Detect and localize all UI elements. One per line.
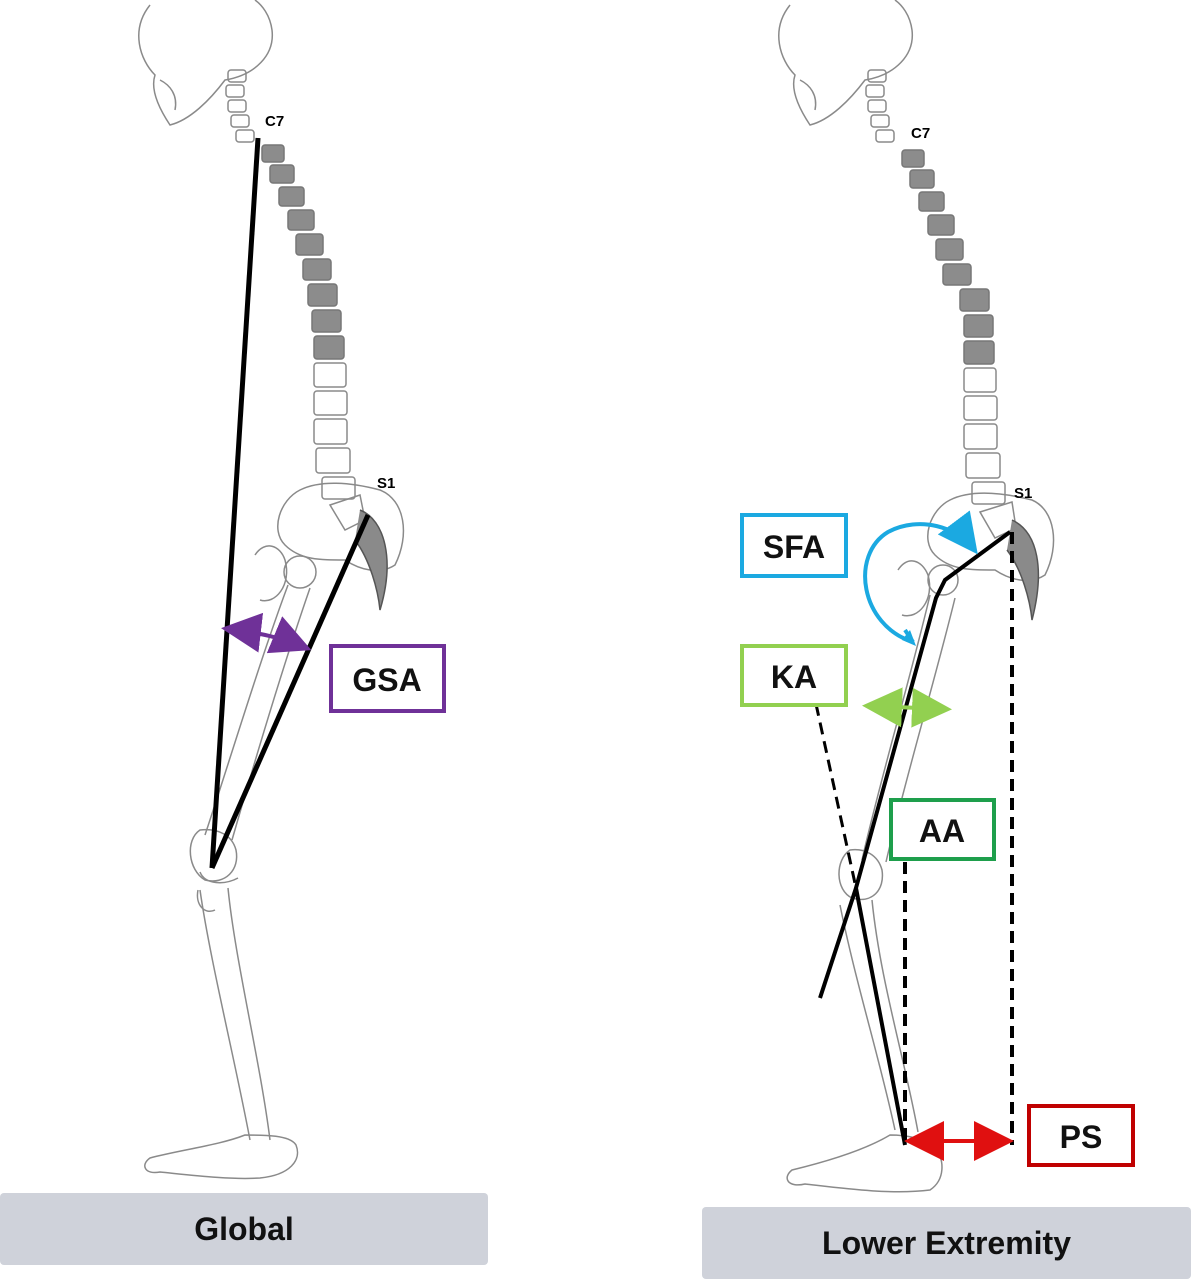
lumbar-vertebrae xyxy=(313,362,356,500)
femur-tibia-axis-line xyxy=(853,530,1012,1146)
ps-label: PS xyxy=(1060,1119,1103,1155)
global-caption: Global xyxy=(0,1193,488,1265)
gsa-label: GSA xyxy=(352,662,421,698)
thoracic-vertebrae xyxy=(261,144,345,360)
sfa-box: SFA xyxy=(740,513,848,578)
ps-box: PS xyxy=(1027,1104,1135,1167)
lower-extremity-caption: Lower Extremity xyxy=(702,1207,1191,1279)
aa-label: AA xyxy=(919,813,965,849)
ka-box: KA xyxy=(740,644,848,707)
sfa-lines xyxy=(818,530,1012,1146)
ka-label: KA xyxy=(771,659,817,695)
gsa-arrow xyxy=(221,612,312,654)
skeleton-right-icon xyxy=(778,0,1055,1193)
cervical-vertebrae xyxy=(225,69,255,143)
gsa-box: GSA xyxy=(329,644,446,713)
ka-dashed-line xyxy=(814,703,858,889)
ka-arrow xyxy=(862,687,952,728)
sfa-arrow xyxy=(863,510,978,644)
left-s1-label: S1 xyxy=(377,475,395,492)
aa-box: AA xyxy=(889,798,996,861)
sfa-label: SFA xyxy=(763,529,825,565)
gsa-lines xyxy=(209,137,371,870)
left-c7-label: C7 xyxy=(265,113,284,130)
skeleton-left-icon xyxy=(138,0,405,1180)
right-c7-label: C7 xyxy=(911,125,930,142)
s1-to-knee-line xyxy=(209,513,371,870)
femur-extension-line xyxy=(818,887,858,999)
c7-to-knee-line xyxy=(209,137,261,869)
right-s1-label: S1 xyxy=(1014,485,1032,502)
